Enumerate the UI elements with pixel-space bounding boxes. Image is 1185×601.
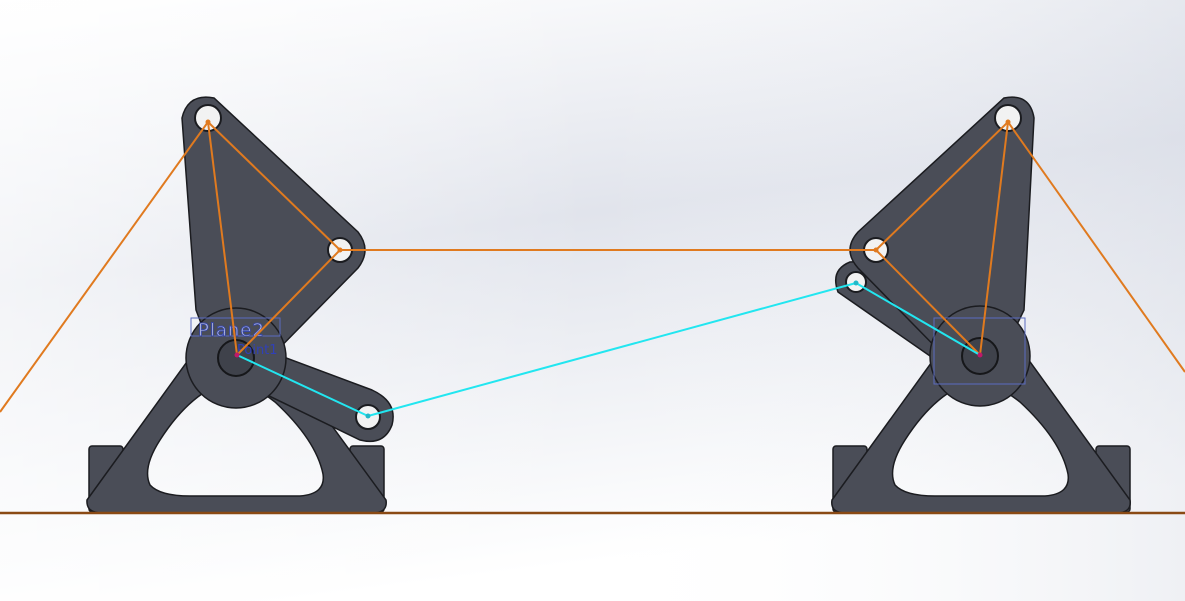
left-hub-to-arm-line[interactable] xyxy=(236,354,369,417)
right-outer-leg-line[interactable] xyxy=(1007,121,1185,373)
point-right-mid[interactable] xyxy=(873,247,879,253)
plane2-annotation[interactable]: Plane2 Point1 xyxy=(190,317,281,358)
right-mid-to-hub-line[interactable] xyxy=(875,249,981,356)
right-top-to-hub-line[interactable] xyxy=(979,121,1009,356)
left-top-to-mid-line[interactable] xyxy=(207,121,341,251)
orange-sketch[interactable] xyxy=(0,121,1185,413)
point-right-hub[interactable] xyxy=(977,352,983,358)
right-plane-outline xyxy=(933,317,1026,385)
right-back-to-hub-line[interactable] xyxy=(855,282,981,356)
left-top-to-hub-line[interactable] xyxy=(207,121,238,356)
right-top-to-mid-line[interactable] xyxy=(875,121,1009,251)
point-left-hub[interactable] xyxy=(234,352,240,358)
point-right-top[interactable] xyxy=(1005,119,1011,125)
left-outer-leg-line[interactable] xyxy=(0,121,209,413)
point-left-mid[interactable] xyxy=(337,247,343,253)
right-top-hole[interactable] xyxy=(994,104,1022,132)
cross-link-line[interactable] xyxy=(367,282,857,417)
point-left-top[interactable] xyxy=(205,119,211,125)
point-left-arm[interactable] xyxy=(365,413,371,419)
right-plane-annotation xyxy=(933,317,1026,385)
cyan-sketch[interactable] xyxy=(236,282,981,417)
point1-label[interactable]: Point1 xyxy=(237,343,278,358)
plane2-label[interactable]: Plane2 xyxy=(198,320,265,342)
left-top-hole[interactable] xyxy=(194,104,222,132)
left-mid-to-hub-line[interactable] xyxy=(236,249,341,356)
sketch-points[interactable] xyxy=(205,119,1011,419)
point-right-back[interactable] xyxy=(853,280,859,286)
